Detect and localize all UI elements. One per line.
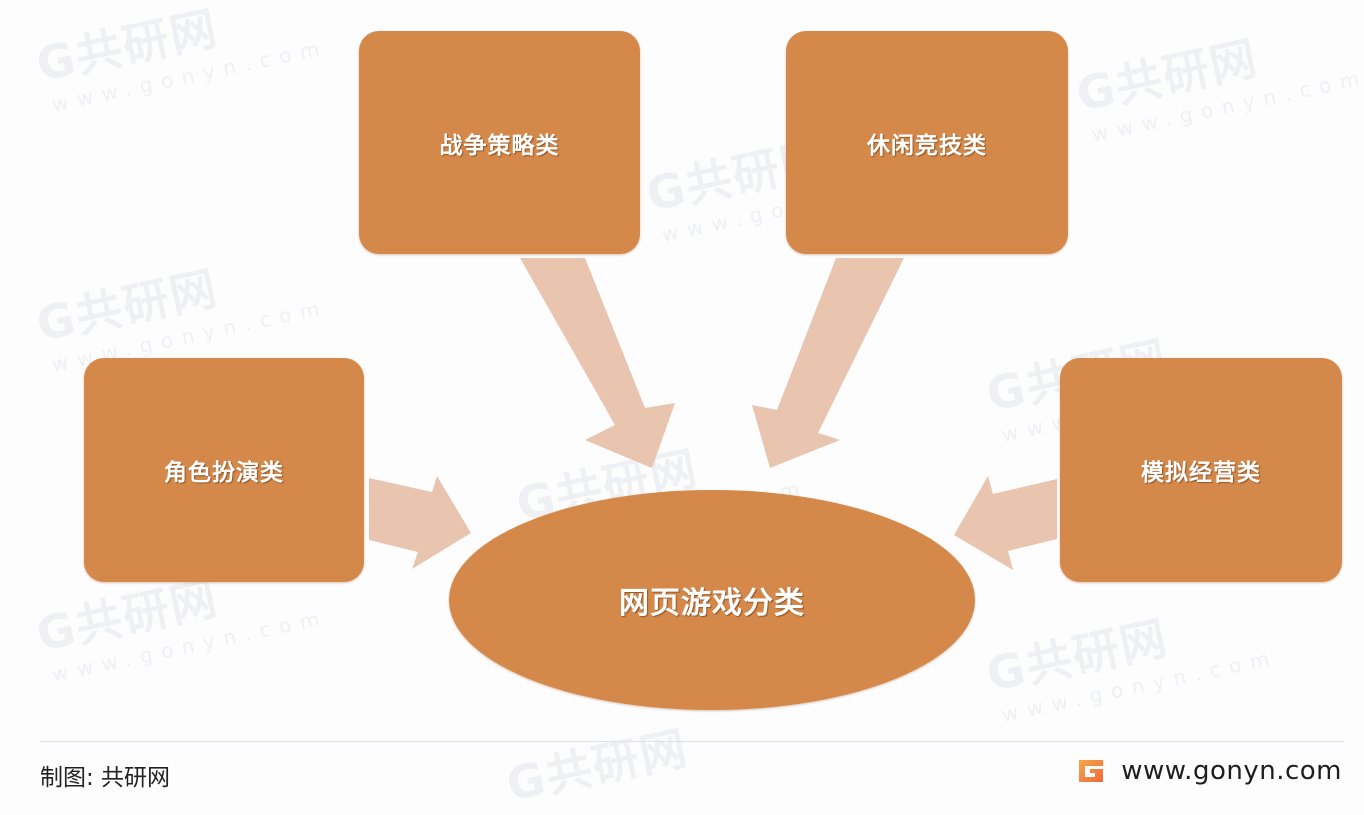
- category-box-rpg: 角色扮演类: [84, 358, 364, 582]
- category-label: 休闲竞技类: [867, 132, 987, 159]
- arrow-simulation-to-center: [954, 476, 1057, 570]
- center-label: 网页游戏分类: [619, 586, 805, 621]
- center-node: 网页游戏分类: [449, 490, 975, 710]
- gonyn-logo-icon: [1079, 760, 1104, 782]
- category-label: 角色扮演类: [164, 460, 284, 486]
- arrow-strategy-to-center: [520, 258, 675, 468]
- footer-brand: www.gonyn.com: [1075, 756, 1342, 786]
- category-box-simulation: 模拟经营类: [1060, 358, 1342, 582]
- category-label: 模拟经营类: [1141, 460, 1261, 486]
- category-label: 战争策略类: [439, 132, 560, 159]
- category-box-casual: 休闲竞技类: [786, 31, 1068, 254]
- arrow-rpg-to-center: [369, 476, 471, 569]
- footer-divider: [40, 741, 1344, 742]
- brand-url: www.gonyn.com: [1121, 756, 1342, 786]
- footer-credit: 制图: 共研网: [40, 765, 171, 791]
- category-box-strategy: 战争策略类: [359, 31, 640, 254]
- arrow-casual-to-center: [752, 258, 904, 468]
- center-ellipse: [449, 490, 975, 710]
